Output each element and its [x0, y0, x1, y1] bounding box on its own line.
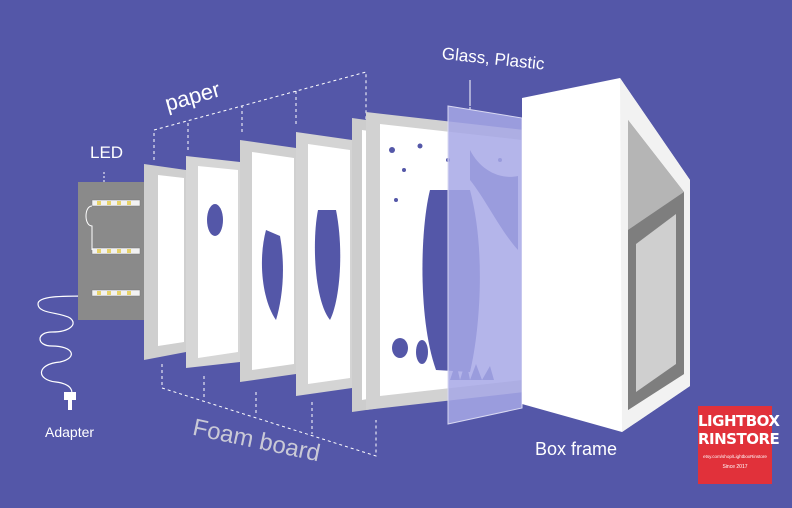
paper-layer-1	[186, 156, 240, 368]
logo-line-1: LIGHTBOX	[698, 412, 780, 430]
adapter-label: Adapter	[45, 424, 95, 440]
led-backboard	[78, 170, 146, 320]
adapter-cable	[37, 295, 93, 397]
adapter-plug-icon	[64, 392, 76, 400]
paper-layer-3	[296, 132, 352, 396]
logo-url: etsy.com/shop/LightboxRinstore	[703, 454, 767, 459]
lightbox-rinstore-logo: LIGHTBOX RINSTORE etsy.com/shop/Lightbox…	[698, 406, 780, 484]
foam-board-1	[144, 164, 186, 360]
led-label: LED	[90, 143, 124, 162]
logo-line-2: RINSTORE	[698, 430, 780, 448]
glass-plastic-sheet	[447, 80, 523, 425]
led-strip-icon	[85, 199, 141, 297]
logo-since: Since 2017	[722, 464, 748, 470]
foam-bracket	[161, 364, 377, 457]
box-frame	[522, 78, 690, 432]
paper-layer-2	[240, 140, 296, 382]
box-frame-label: Box frame	[535, 439, 618, 459]
